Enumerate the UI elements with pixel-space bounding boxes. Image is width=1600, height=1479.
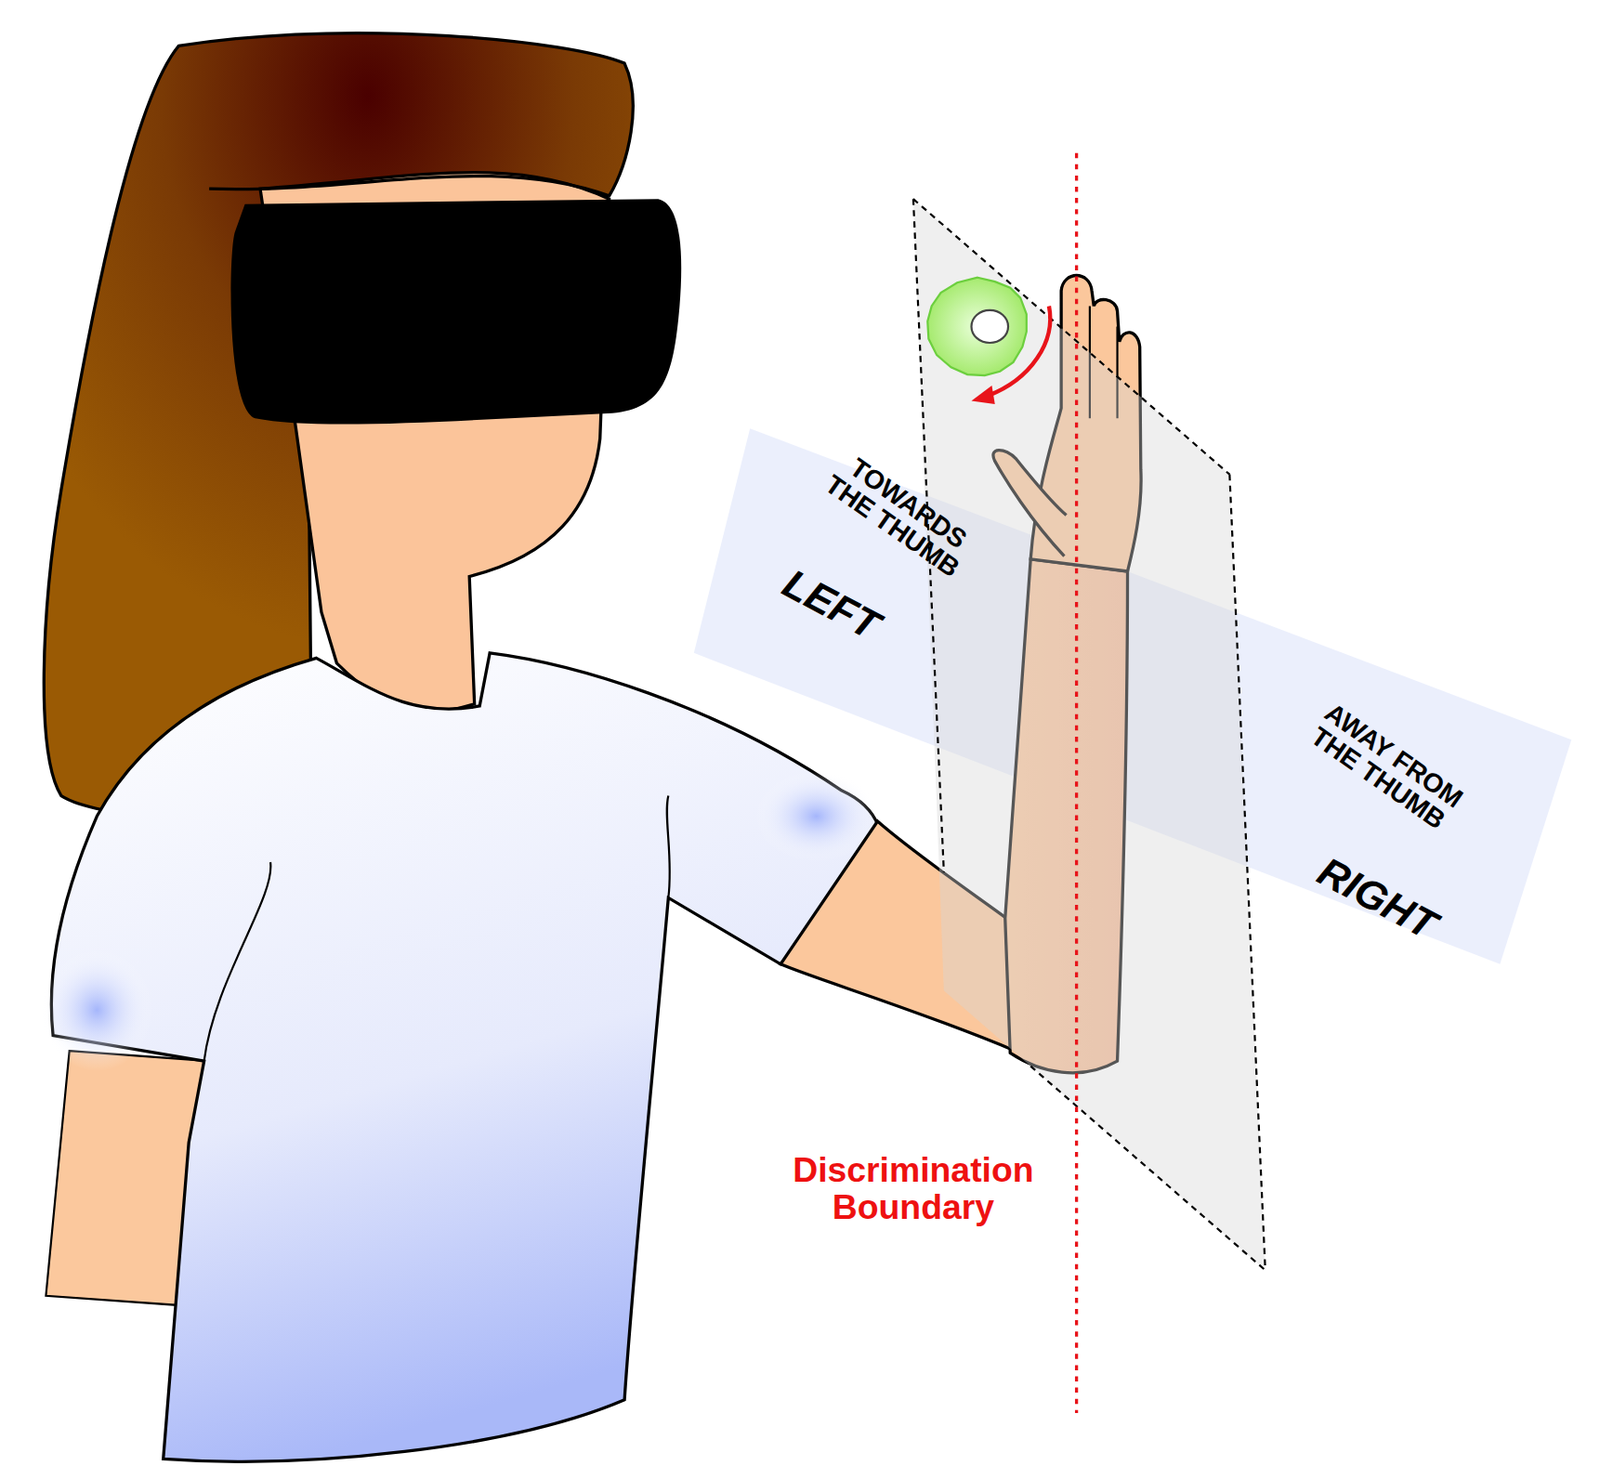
boundary-label: Discrimination Boundary <box>760 1152 1066 1225</box>
